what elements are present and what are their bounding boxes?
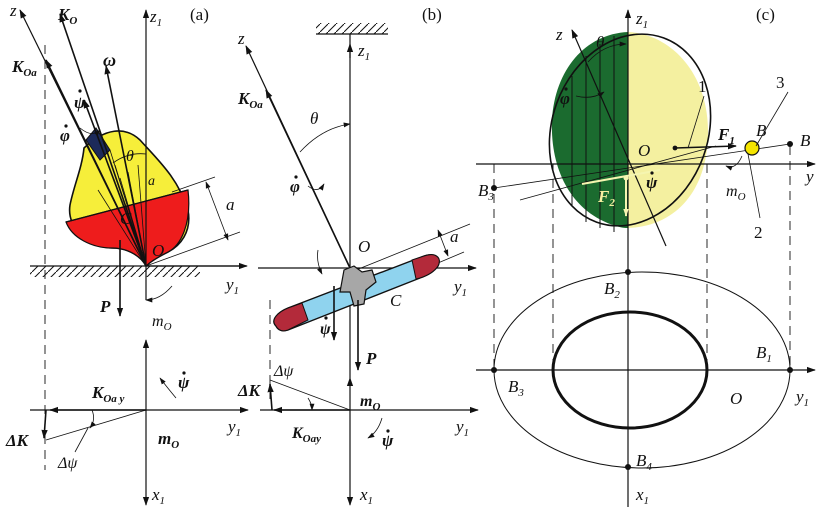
label-z-c: z bbox=[555, 25, 563, 44]
label-callout-3: 3 bbox=[776, 73, 785, 92]
precession-arc-b bbox=[367, 417, 383, 439]
label-B2-c: B2 bbox=[604, 279, 620, 301]
label-phi-dot-a: φ bbox=[60, 126, 70, 145]
label-KOay-a: KOa y bbox=[91, 383, 125, 405]
panel-b-tag: (b) bbox=[422, 5, 442, 24]
label-psi-dot-c: ψ bbox=[646, 173, 658, 192]
label-omega: ω bbox=[103, 50, 116, 70]
label-callout-1: 1 bbox=[698, 77, 707, 96]
label-KOa: KOa bbox=[11, 57, 37, 79]
panel-c: (c) z1 z θ φ y bbox=[476, 5, 816, 507]
label-dpsi-b: Δψ bbox=[273, 363, 294, 380]
label-B-ball: B bbox=[756, 121, 767, 140]
label-KOa-b: KOa bbox=[237, 89, 263, 111]
vector-dK-a bbox=[41, 409, 48, 439]
label-phi-dot-c: φ bbox=[560, 89, 570, 108]
label-P-b: P bbox=[365, 349, 377, 368]
axis-z-c bbox=[571, 29, 667, 247]
label-phi-dot-b: φ bbox=[290, 177, 300, 196]
label-psi-dot-a: ψ bbox=[74, 93, 86, 112]
label-KO: KO bbox=[57, 5, 77, 27]
vector-KO bbox=[59, 13, 147, 267]
vector-F1 bbox=[674, 143, 737, 150]
label-a-b: a bbox=[450, 227, 459, 246]
label-a-a: a bbox=[226, 195, 235, 214]
label-psi-dot-b-low: ψ bbox=[382, 431, 394, 450]
label-B1-c: B1 bbox=[756, 343, 772, 365]
label-callout-2: 2 bbox=[754, 223, 763, 242]
label-B4-c: B4 bbox=[636, 451, 652, 473]
vector-omega bbox=[104, 65, 147, 267]
label-O-a: O bbox=[152, 241, 164, 260]
label-z-b: z bbox=[237, 29, 245, 48]
label-P-a: P bbox=[99, 297, 111, 316]
vector-KOa-b bbox=[265, 89, 351, 269]
vector-psi-dot-a bbox=[83, 99, 147, 267]
label-KOay-b: KOay bbox=[291, 425, 321, 445]
label-dpsi-a: Δψ bbox=[57, 455, 78, 472]
label-mO-a: mO bbox=[152, 313, 172, 333]
label-y1-b-low: y1 bbox=[454, 417, 469, 439]
label-theta-c: θ bbox=[596, 33, 604, 52]
label-x1-c: x1 bbox=[635, 485, 649, 507]
label-C-b: C bbox=[390, 291, 402, 310]
label-dK-a: ΔK bbox=[5, 431, 30, 450]
label-C-a: C bbox=[120, 209, 132, 228]
label-B3-c: B3 bbox=[478, 181, 494, 203]
vector-KOa bbox=[45, 59, 147, 267]
vector-F2-base bbox=[581, 169, 661, 185]
label-O-b: O bbox=[358, 237, 370, 256]
label-z1-b: z1 bbox=[357, 41, 370, 63]
label-z1-c: z1 bbox=[635, 9, 648, 31]
label-z1-a: z1 bbox=[149, 7, 162, 29]
ball-B bbox=[744, 140, 760, 156]
label-mO-c: mO bbox=[726, 183, 746, 203]
label-mO-a-low: mO bbox=[158, 429, 179, 451]
theta-arc-a bbox=[112, 153, 147, 164]
label-x1-b: x1 bbox=[359, 485, 373, 507]
gyro-rod bbox=[273, 254, 440, 332]
label-x1-a: x1 bbox=[151, 485, 165, 507]
panel-b: (b) z1 y1 z KOa θ φ O bbox=[237, 5, 479, 507]
label-y-c: y bbox=[804, 167, 814, 186]
label-dK-b: ΔK bbox=[237, 381, 262, 400]
label-F1: F1 bbox=[717, 125, 735, 147]
vector-dK-b bbox=[267, 383, 274, 411]
ground-hatch-a bbox=[30, 265, 246, 277]
ceiling-hatch-b bbox=[316, 23, 388, 35]
gyro-disk bbox=[548, 32, 712, 232]
panel-c-tag: (c) bbox=[756, 5, 775, 24]
label-B3-low: B3 bbox=[508, 377, 524, 399]
label-B-right: B bbox=[800, 131, 811, 150]
label-mO-b-low: mO bbox=[360, 393, 380, 413]
label-y1-b: y1 bbox=[452, 277, 467, 299]
dimension-a-a bbox=[145, 176, 241, 267]
label-psi-dot-b: ψ bbox=[320, 321, 331, 338]
label-O-c: O bbox=[638, 141, 650, 160]
label-psi-dot-a-low: ψ bbox=[178, 373, 190, 392]
label-y1-c: y1 bbox=[794, 387, 809, 409]
moment-arc-a bbox=[145, 285, 173, 303]
theta-arc-b bbox=[299, 122, 351, 153]
label-y1-a: y1 bbox=[224, 275, 239, 297]
label-theta-b: θ bbox=[310, 109, 318, 128]
label-O-c-low: O bbox=[730, 389, 742, 408]
label-F2: F2 bbox=[597, 187, 615, 209]
panel-a: (a) z1 y bbox=[5, 1, 249, 507]
label-y1-a-low: y1 bbox=[226, 417, 241, 439]
label-a-small: a bbox=[148, 174, 155, 189]
panel-a-tag: (a) bbox=[190, 5, 209, 24]
label-theta-a: θ bbox=[126, 148, 134, 165]
precession-arc-a bbox=[159, 377, 177, 399]
label-z-a: z bbox=[9, 1, 17, 20]
